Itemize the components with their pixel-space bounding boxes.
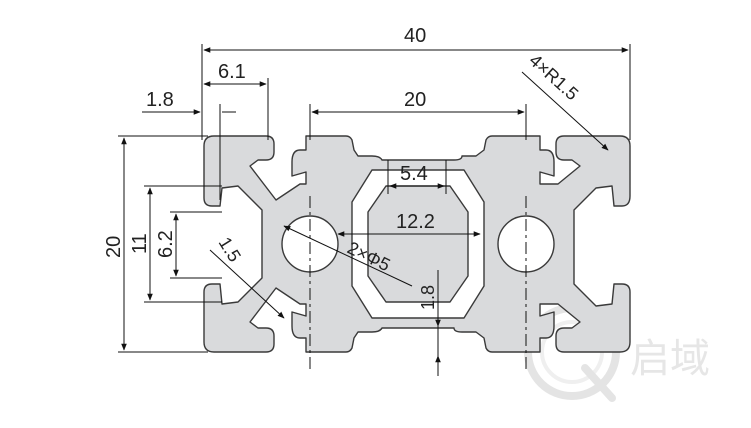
dim-lip-thickness: 1.8 xyxy=(146,89,174,111)
dim-slot-wall: 1.8 xyxy=(418,285,438,310)
dim-center-width: 12.2 xyxy=(396,211,435,233)
dimension-lines xyxy=(118,44,631,376)
watermark-text: 启域 xyxy=(630,336,710,382)
dim-overall-width: 40 xyxy=(404,25,426,47)
dim-slot-opening: 11 xyxy=(129,233,151,254)
dim-slot-width: 6.2 xyxy=(155,230,177,258)
dim-wall-thickness: 1.5 xyxy=(215,234,245,266)
dim-slot-pitch: 20 xyxy=(404,89,426,111)
dim-slot-offset: 6.1 xyxy=(218,61,246,83)
center-web-inner xyxy=(367,185,469,303)
dim-overall-height: 20 xyxy=(103,236,125,258)
center-lines xyxy=(309,196,527,372)
dim-corner-radius: 4×R1.5 xyxy=(525,50,582,104)
dim-slot-top-width: 5.4 xyxy=(400,163,428,185)
